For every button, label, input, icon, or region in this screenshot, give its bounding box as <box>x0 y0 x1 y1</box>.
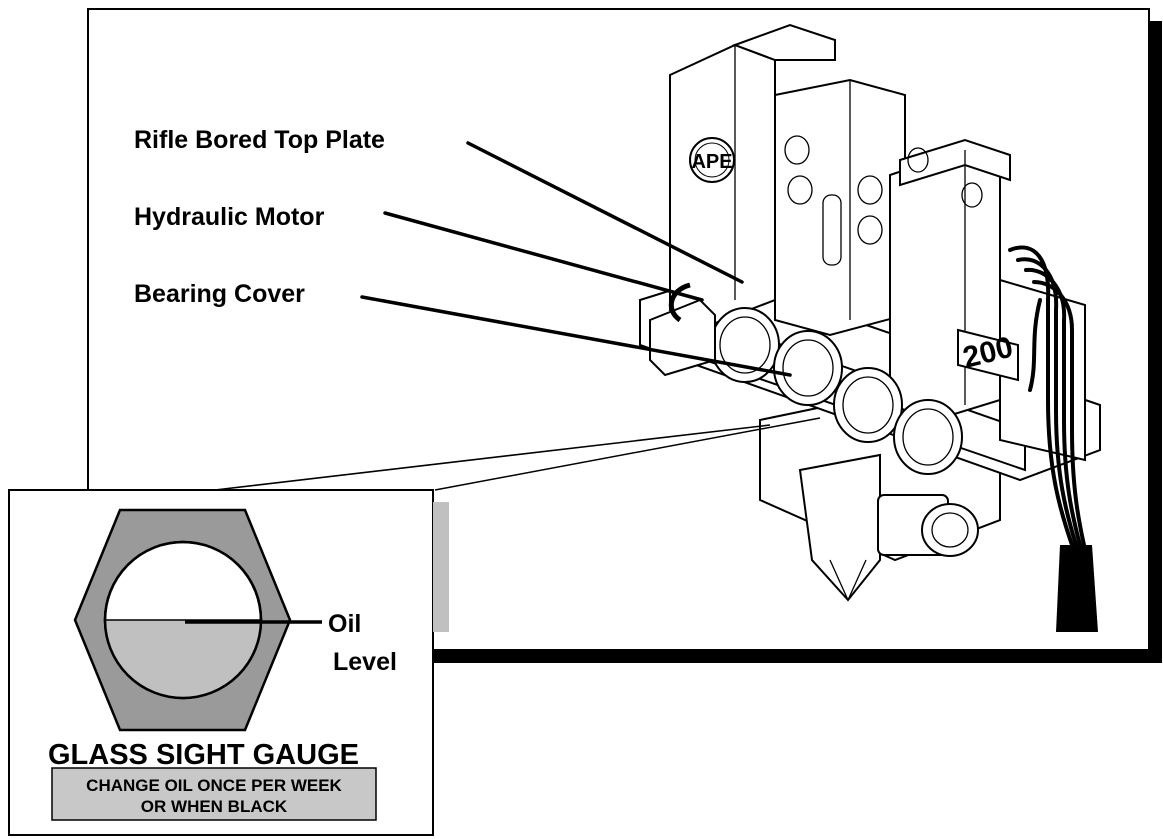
suppressor-center <box>774 78 906 337</box>
label-oil: Oil <box>328 610 361 638</box>
bearing-cover-4 <box>893 399 963 475</box>
bearing-cover-2 <box>773 330 843 406</box>
leader-bearing-cover <box>360 295 792 377</box>
sight-gauge-inset: Oil Level GLASS SIGHT GAUGE CHANGE OIL O… <box>8 489 449 836</box>
ape-logo <box>689 137 735 183</box>
leader-rifle-bored-top-plate <box>466 141 744 284</box>
zoom-lines <box>214 417 821 491</box>
model-plate <box>957 328 1019 382</box>
clamp-cylinder-cap <box>921 503 979 557</box>
leader-lines <box>360 141 792 377</box>
clamp-jaw <box>798 453 881 602</box>
housing-holes <box>784 135 983 266</box>
change-oil-note-box <box>51 767 377 821</box>
label-bearing-cover: Bearing Cover <box>134 280 305 308</box>
vibro-hammer-illustration <box>639 23 1101 632</box>
hose-bundle <box>1056 545 1098 632</box>
inset-shade-strip <box>433 502 449 632</box>
ape-logo-text: APE <box>691 151 732 173</box>
leader-hydraulic-motor <box>383 211 704 302</box>
change-oil-note-line1: CHANGE OIL ONCE PER WEEK <box>86 776 342 795</box>
oil-fill <box>105 620 261 698</box>
label-level: Level <box>333 648 397 676</box>
suppressor-left <box>669 43 776 327</box>
suppressor-right <box>889 148 1001 422</box>
hydraulic-hoses <box>1008 245 1086 547</box>
label-rifle-bored-top-plate: Rifle Bored Top Plate <box>134 126 385 154</box>
change-oil-note-line2: OR WHEN BLACK <box>141 797 288 816</box>
gauge-title: GLASS SIGHT GAUGE <box>48 739 359 771</box>
label-hydraulic-motor: Hydraulic Motor <box>134 203 325 231</box>
bearing-cover-3 <box>833 367 903 443</box>
